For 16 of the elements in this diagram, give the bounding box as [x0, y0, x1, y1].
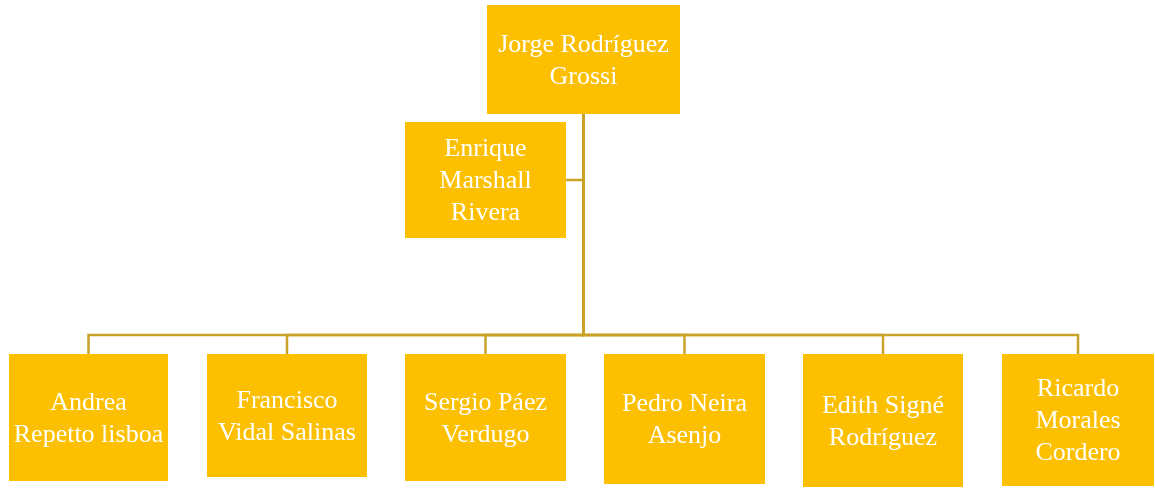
person-name: Edith Signé Rodríguez [820, 388, 946, 453]
person-name: Pedro Neira Asenjo [621, 387, 748, 451]
person-box [9, 354, 168, 481]
person-box [405, 354, 566, 481]
person-name: Andrea Repetto lisboa [13, 385, 164, 450]
person-box [207, 354, 367, 477]
person-box [604, 354, 765, 484]
person-box [487, 5, 680, 114]
person-box [405, 122, 566, 238]
person-name: Enrique Marshall Rivera [438, 132, 533, 228]
person-name: Jorge Rodríguez Grossi [497, 27, 670, 92]
person-box [1002, 354, 1154, 486]
person-name: Sergio Páez Verdugo [423, 385, 548, 450]
person-name: Francisco Vidal Salinas [217, 383, 357, 448]
person-box [803, 354, 963, 487]
person-name: Ricardo Morales Cordero [1034, 372, 1122, 468]
